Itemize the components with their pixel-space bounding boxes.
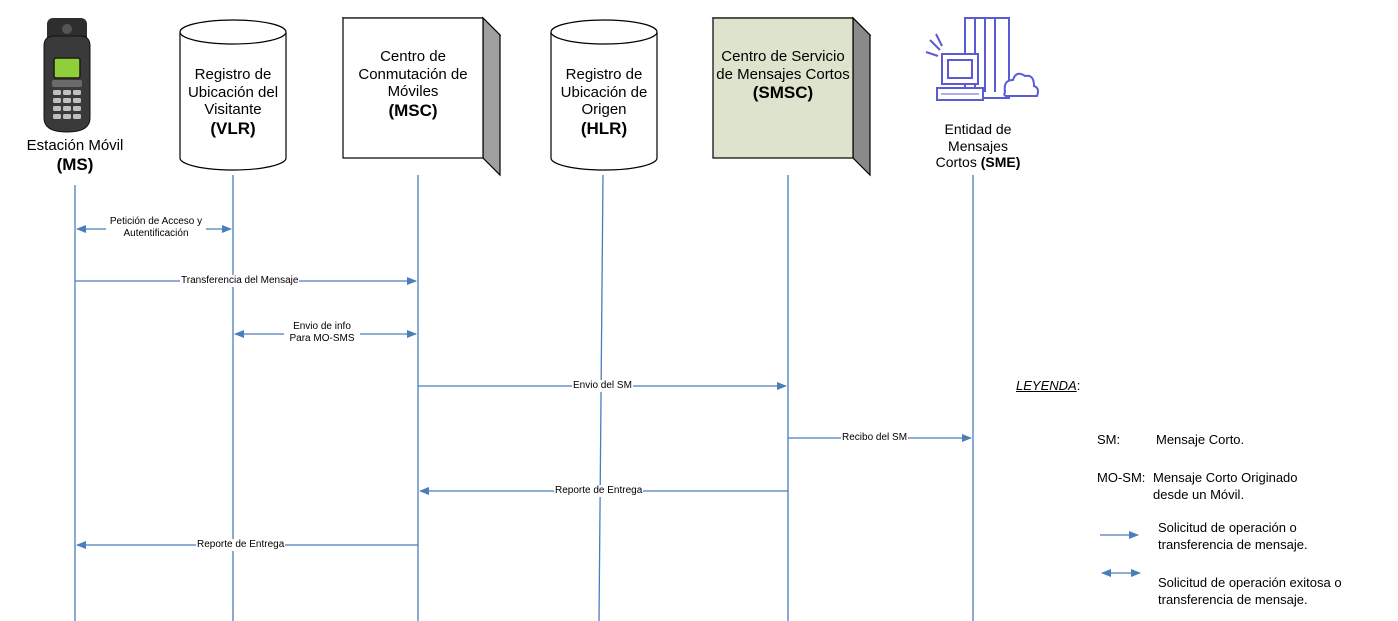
legend-title-text: LEYENDA (1016, 378, 1077, 393)
entity-ms-name: Estación Móvil (26, 137, 124, 154)
entity-hlr-label: Registro de Ubicación de Origen (HLR) (558, 66, 650, 139)
entity-msc-label: Centro de Conmutación de Móviles (MSC) (348, 48, 478, 121)
computer-server-icon (925, 17, 1039, 101)
message-label-report-msc: Reporte de Entrega (554, 485, 644, 497)
entity-vlr-name: Registro de Ubicación del Visitante (187, 66, 279, 119)
legend-title-suffix: : (1076, 378, 1081, 393)
hlr-database-shape (550, 19, 658, 171)
entity-smsc-abbr: (SMSC) (752, 83, 814, 103)
entity-vlr-label: Registro de Ubicación del Visitante (VLR… (183, 66, 283, 139)
vlr-database-shape (179, 19, 287, 171)
legend-term-mo-sm: MO-SM: (1097, 470, 1145, 487)
entity-msc-name: Centro de Conmutación de Móviles (358, 48, 468, 101)
message-label-access-auth: Petición de Acceso y Autentificación (106, 216, 206, 240)
legend-def-request-arrow: Solicitud de operación o transferencia d… (1158, 520, 1308, 552)
mobile-phone-icon (43, 18, 91, 133)
entity-sme-name: Entidad de Mensajes Cortos (935, 121, 1012, 171)
lifelines (74, 174, 974, 621)
message-label-send-sm: Envio del SM (572, 380, 633, 392)
message-label-info-mo-sms: Envio de info Para MO-SMS (284, 321, 360, 345)
legend-arrows (1100, 531, 1141, 577)
entity-sme-label: Entidad de Mensajes Cortos (SME) (930, 121, 1026, 171)
legend-term-sm-key: SM: (1097, 432, 1121, 447)
message-label-report-ms: Reporte de Entrega (196, 539, 286, 551)
smsc-box-shape (711, 16, 872, 177)
entity-smsc-label: Centro de Servicio de Mensajes Cortos (S… (716, 48, 850, 103)
entity-sme-abbr: (SME) (980, 154, 1021, 171)
message-label-receive-sm: Recibo del SM (841, 432, 909, 444)
entity-ms-abbr: (MS) (56, 154, 94, 174)
msc-box-shape (341, 16, 502, 177)
legend-title: LEYENDA: (1016, 378, 1080, 395)
entity-msc-abbr: (MSC) (388, 101, 438, 121)
entity-vlr-abbr: (VLR) (210, 119, 256, 139)
legend-def-bidirectional-arrow: Solicitud de operación exitosa o transfe… (1158, 575, 1342, 607)
entity-ms-label: Estación Móvil (MS) (0, 137, 150, 175)
entity-smsc-name: Centro de Servicio de Mensajes Cortos (716, 48, 850, 83)
lifeline-hlr (598, 174, 604, 621)
entity-hlr-abbr: (HLR) (580, 119, 628, 139)
legend-term-sm: SM: (1097, 432, 1120, 449)
legend-def-mo-sm: Mensaje Corto Originado desde un Móvil. (1153, 470, 1298, 502)
message-label-transfer: Transferencia del Mensaje (180, 275, 300, 287)
legend-def-sm: Mensaje Corto. (1156, 432, 1245, 447)
legend-term-mo-sm-key: MO-SM: (1097, 470, 1146, 485)
entity-hlr-name: Registro de Ubicación de Origen (560, 66, 648, 119)
